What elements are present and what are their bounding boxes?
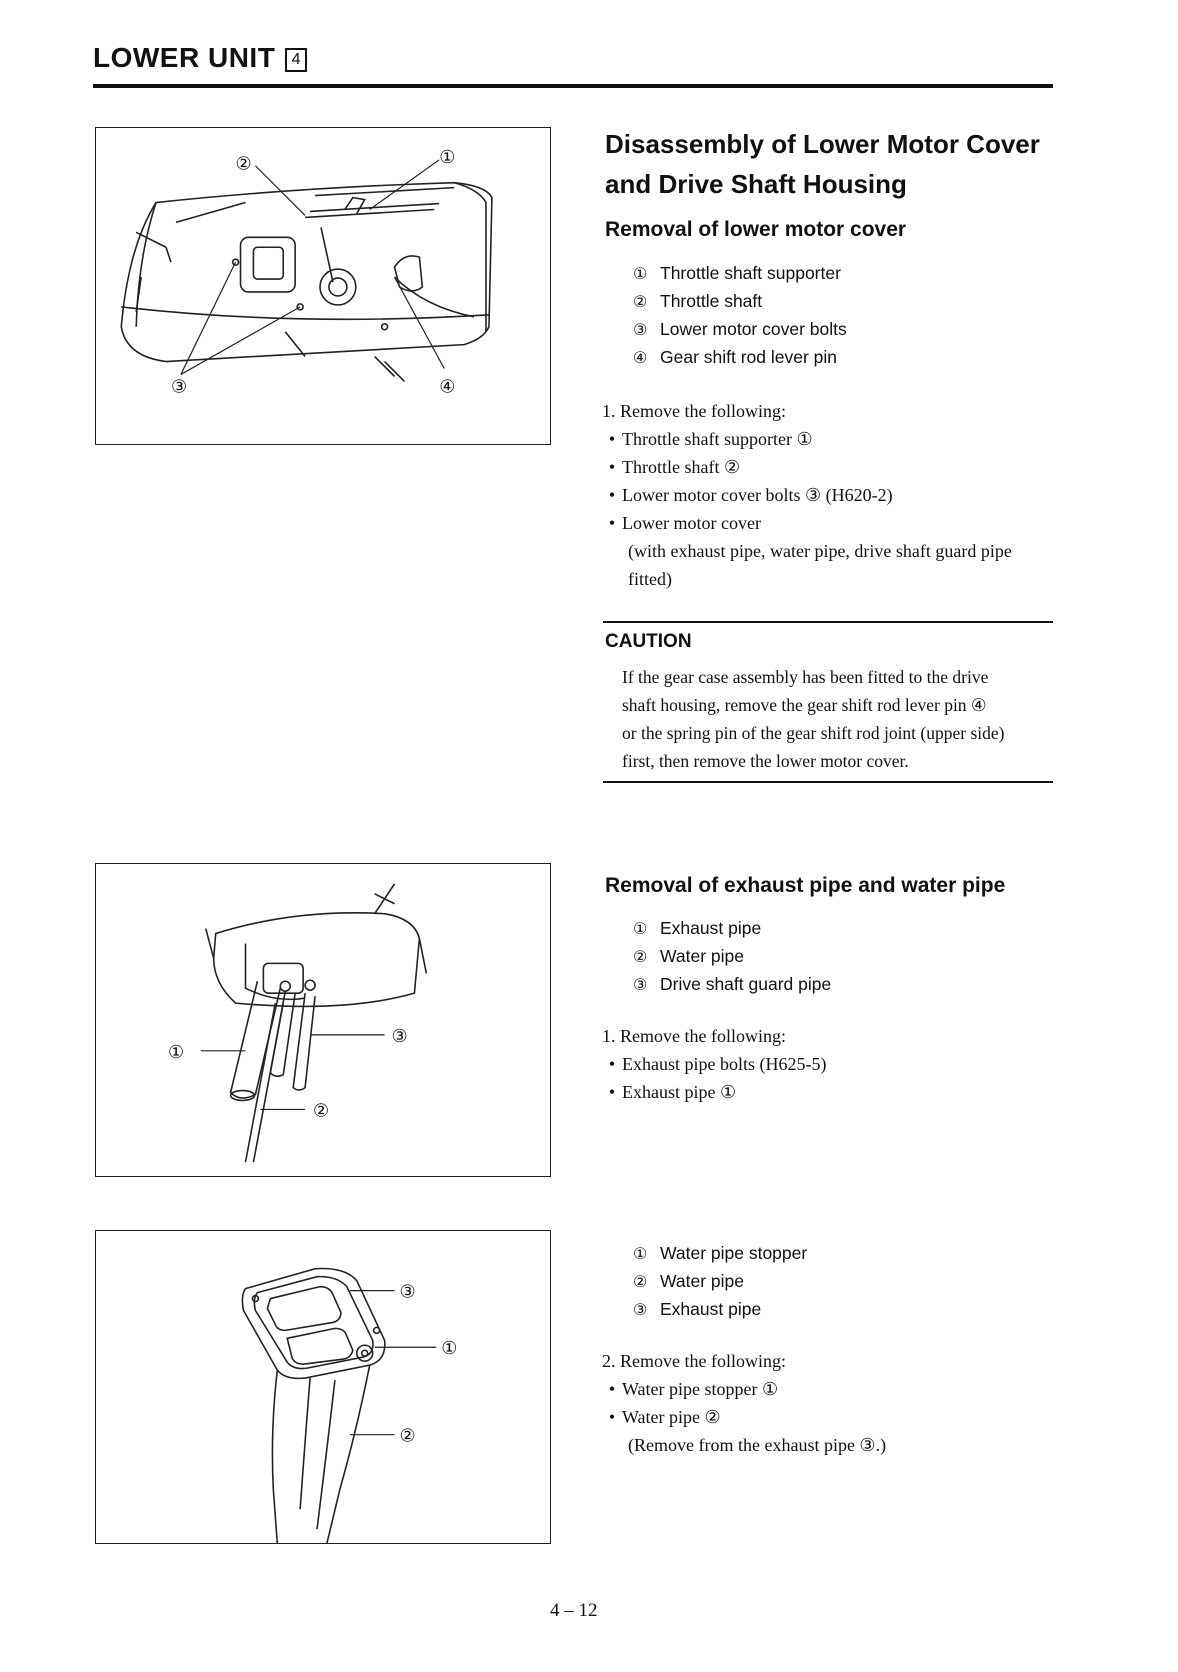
bullet-note: (Remove from the exhaust pipe ③.) (628, 1435, 887, 1455)
figure-water-pipe-stopper: ③ ① ② (95, 1230, 551, 1544)
steps-water-pipe: 2. Remove the following: •Water pipe sto… (602, 1347, 886, 1459)
bullet-item: •Water pipe ② (608, 1407, 721, 1427)
fig1-callout-1: ① (439, 147, 455, 167)
bullet-item: •Lower motor cover bolts ③ (H620-2) (608, 485, 893, 505)
exhaust-water-pipe-illustration: ① ③ ② (168, 883, 428, 1163)
page-number: 4 – 12 (550, 1600, 598, 1621)
fig2-callout-1: ① (168, 1042, 184, 1062)
caution-text: If the gear case assembly has been fitte… (622, 663, 1062, 775)
bullet-note-line1: (with exhaust pipe, water pipe, drive sh… (628, 541, 1012, 561)
caution-line: shaft housing, remove the gear shift rod… (622, 695, 987, 715)
steps-exhaust-pipe: 1. Remove the following: •Exhaust pipe b… (602, 1022, 826, 1106)
fig3-callout-3: ③ (400, 1282, 416, 1302)
caution-label: CAUTION (605, 631, 692, 652)
chapter-number-box: 4 (285, 48, 308, 72)
bullet-item: •Exhaust pipe bolts (H625-5) (608, 1054, 827, 1074)
subsection-title-lower-motor-cover: Removal of lower motor cover (605, 218, 907, 241)
section-title: Disassembly of Lower Motor Cover and Dri… (605, 124, 1040, 204)
fig1-callout-2: ② (236, 154, 252, 174)
caution-line: or the spring pin of the gear shift rod … (622, 723, 1005, 743)
water-pipe-stopper-illustration: ③ ① ② (241, 1267, 457, 1543)
fig1-callout-4: ④ (439, 376, 455, 396)
fig3-callout-2: ② (400, 1426, 416, 1446)
step-intro: 2. Remove the following: (602, 1351, 786, 1371)
figure-exhaust-water-pipe: ① ③ ② (95, 863, 551, 1177)
lower-motor-cover-illustration: ② ① ③ ④ (120, 147, 493, 396)
caution-line: If the gear case assembly has been fitte… (622, 667, 989, 687)
bullet-item: •Water pipe stopper ① (608, 1379, 779, 1399)
fig1-callout-3: ③ (171, 376, 187, 396)
subsection-title-exhaust-water-pipe: Removal of exhaust pipe and water pipe (605, 874, 1006, 897)
step-intro: 1. Remove the following: (602, 1026, 786, 1046)
bullet-item: •Lower motor cover (608, 513, 761, 533)
header-rule (93, 84, 1053, 88)
bullet-note-line2: fitted) (628, 569, 672, 589)
section-title-line1: Disassembly of Lower Motor Cover (605, 129, 1040, 159)
header-title-text: LOWER UNIT (93, 42, 276, 73)
caution-line: first, then remove the lower motor cover… (622, 751, 909, 771)
fig3-callout-1: ① (441, 1338, 457, 1358)
bullet-item: •Throttle shaft supporter ① (608, 429, 813, 449)
figure-lower-motor-cover: ② ① ③ ④ (95, 127, 551, 445)
page-header-title: LOWER UNIT 4 (93, 42, 308, 74)
fig2-callout-2: ② (313, 1100, 329, 1120)
fig2-callout-3: ③ (392, 1026, 408, 1046)
caution-top-rule (603, 621, 1053, 623)
bullet-item: •Exhaust pipe ① (608, 1082, 737, 1102)
bullet-item: •Throttle shaft ② (608, 457, 741, 477)
step-intro: 1. Remove the following: (602, 401, 786, 421)
caution-bottom-rule (603, 781, 1053, 783)
steps-lower-motor-cover: 1. Remove the following: •Throttle shaft… (602, 397, 1012, 593)
section-title-line2: and Drive Shaft Housing (605, 169, 907, 199)
